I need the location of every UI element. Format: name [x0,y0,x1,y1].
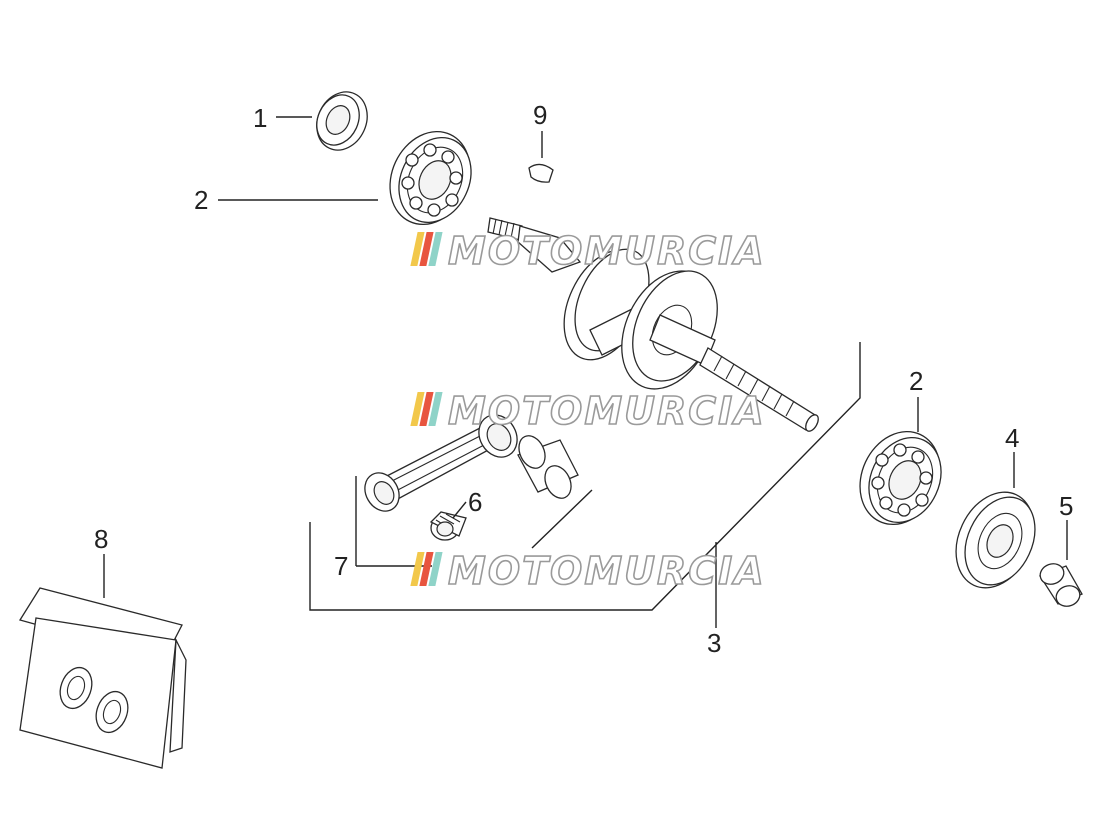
part-1-oil-seal [316,91,368,151]
watermark-stripe [410,392,425,426]
callout-9: 9 [533,100,547,130]
watermark-3: MOTOMURCIA [410,548,766,594]
watermark-stripe [410,232,425,266]
callout-6: 6 [468,487,482,517]
part-4-oil-seal [955,491,1036,589]
crankshaft [487,217,819,432]
callout-1: 1 [253,103,267,133]
callout-4: 4 [1005,423,1019,453]
watermark-stripe [419,392,434,426]
part-3-connecting-rod [364,414,518,512]
watermark-2: MOTOMURCIA [410,388,766,434]
part-2-lower-ball-bearing [859,430,942,526]
leader-lines [103,116,1068,628]
callout-5: 5 [1059,491,1073,521]
watermark-stripe [428,232,443,266]
watermark-stripe [428,552,443,586]
watermark-stripe [428,392,443,426]
part-8-bearing-kit [18,587,187,769]
watermark-stripe [419,552,434,586]
leader-6 [452,501,467,519]
watermark-1: MOTOMURCIA [410,228,766,274]
callout-labels: 1 2 9 2 4 5 6 7 8 3 [94,100,1073,658]
part-5-bushing [1039,563,1083,607]
callout-8: 8 [94,524,108,554]
callout-7: 7 [334,551,348,581]
callout-2-upper: 2 [194,185,208,215]
leader-3-bracket [309,342,861,628]
part-2-upper-ball-bearing [389,130,472,226]
watermark-stripe [419,232,434,266]
part-9-woodruff-key [528,163,554,183]
callout-2-lower: 2 [909,366,923,396]
watermark-text: MOTOMURCIA [448,549,766,593]
watermark-stripe [410,552,425,586]
part-6-needle-bearing [429,511,467,541]
callout-3: 3 [707,628,721,658]
crank-pin [517,435,579,499]
watermark-text: MOTOMURCIA [448,389,766,433]
watermark-text: MOTOMURCIA [448,229,766,273]
